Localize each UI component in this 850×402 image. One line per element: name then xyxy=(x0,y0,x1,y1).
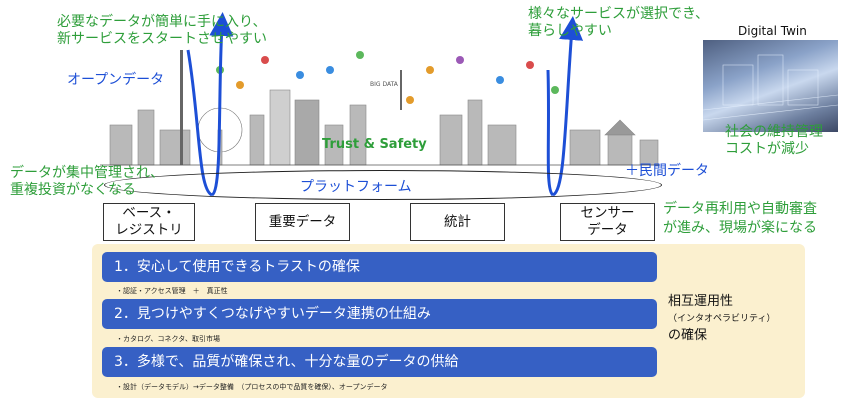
pillar-2-detail: ・カタログ、コネクタ、取引市場 xyxy=(116,335,221,343)
category-statistics: 統計 xyxy=(410,203,505,241)
top-left-note: 必要なデータが簡単に手に入り、 新サービスをスタートさせやすい xyxy=(57,14,267,47)
category-base-registry: ベース・ レジストリ xyxy=(103,203,195,241)
top-right-note: 様々なサービスが選択でき、 暮らしやすい xyxy=(528,6,710,39)
interop-title: 相互運用性 xyxy=(668,294,734,309)
platform-label: プラットフォーム xyxy=(300,179,412,195)
pillar-3-bar: 3．多様で、品質が確保され、十分な量のデータの供給 xyxy=(102,347,657,377)
category-important-data: 重要データ xyxy=(255,203,350,241)
interop-subtitle: （インタオペラビリティ） xyxy=(668,314,776,324)
platform-ellipse xyxy=(104,170,662,200)
pillar-2-bar: 2．見つけやすくつなげやすいデータ連携の仕組み xyxy=(102,299,657,329)
digital-twin-title: Digital Twin xyxy=(738,24,807,38)
digital-twin-image xyxy=(703,40,838,132)
city-label: BIG DATA xyxy=(370,81,399,88)
interop-tail: の確保 xyxy=(668,328,708,343)
open-data-label: オープンデータ xyxy=(67,72,165,88)
category-sensor-data: センサー データ xyxy=(560,203,655,241)
pillar-1-detail: ・認証・アクセス管理 ＋ 真正性 xyxy=(116,287,228,295)
twin-note: 社会の維持管理 コストが減少 xyxy=(725,124,823,157)
trust-safety-label: Trust & Safety xyxy=(322,137,427,152)
city-skyline-illustration: BIG DATA xyxy=(100,50,660,166)
arrow-left-up xyxy=(209,12,234,197)
pillar-1-bar: 1．安心して使用できるトラストの確保 xyxy=(102,252,657,282)
pillar-3-detail: ・設計（データモデル）→データ整備 （プロセスの中で品質を確保）、オープンデータ xyxy=(116,383,388,391)
private-data-label: ＋民間データ xyxy=(625,163,709,179)
arrow-right-up xyxy=(552,16,584,197)
right-mid-note: データ再利用や自動審査 が進み、現場が楽になる xyxy=(663,201,817,236)
left-mid-note: データが集中管理され、 重複投資がなくなる xyxy=(10,165,165,198)
